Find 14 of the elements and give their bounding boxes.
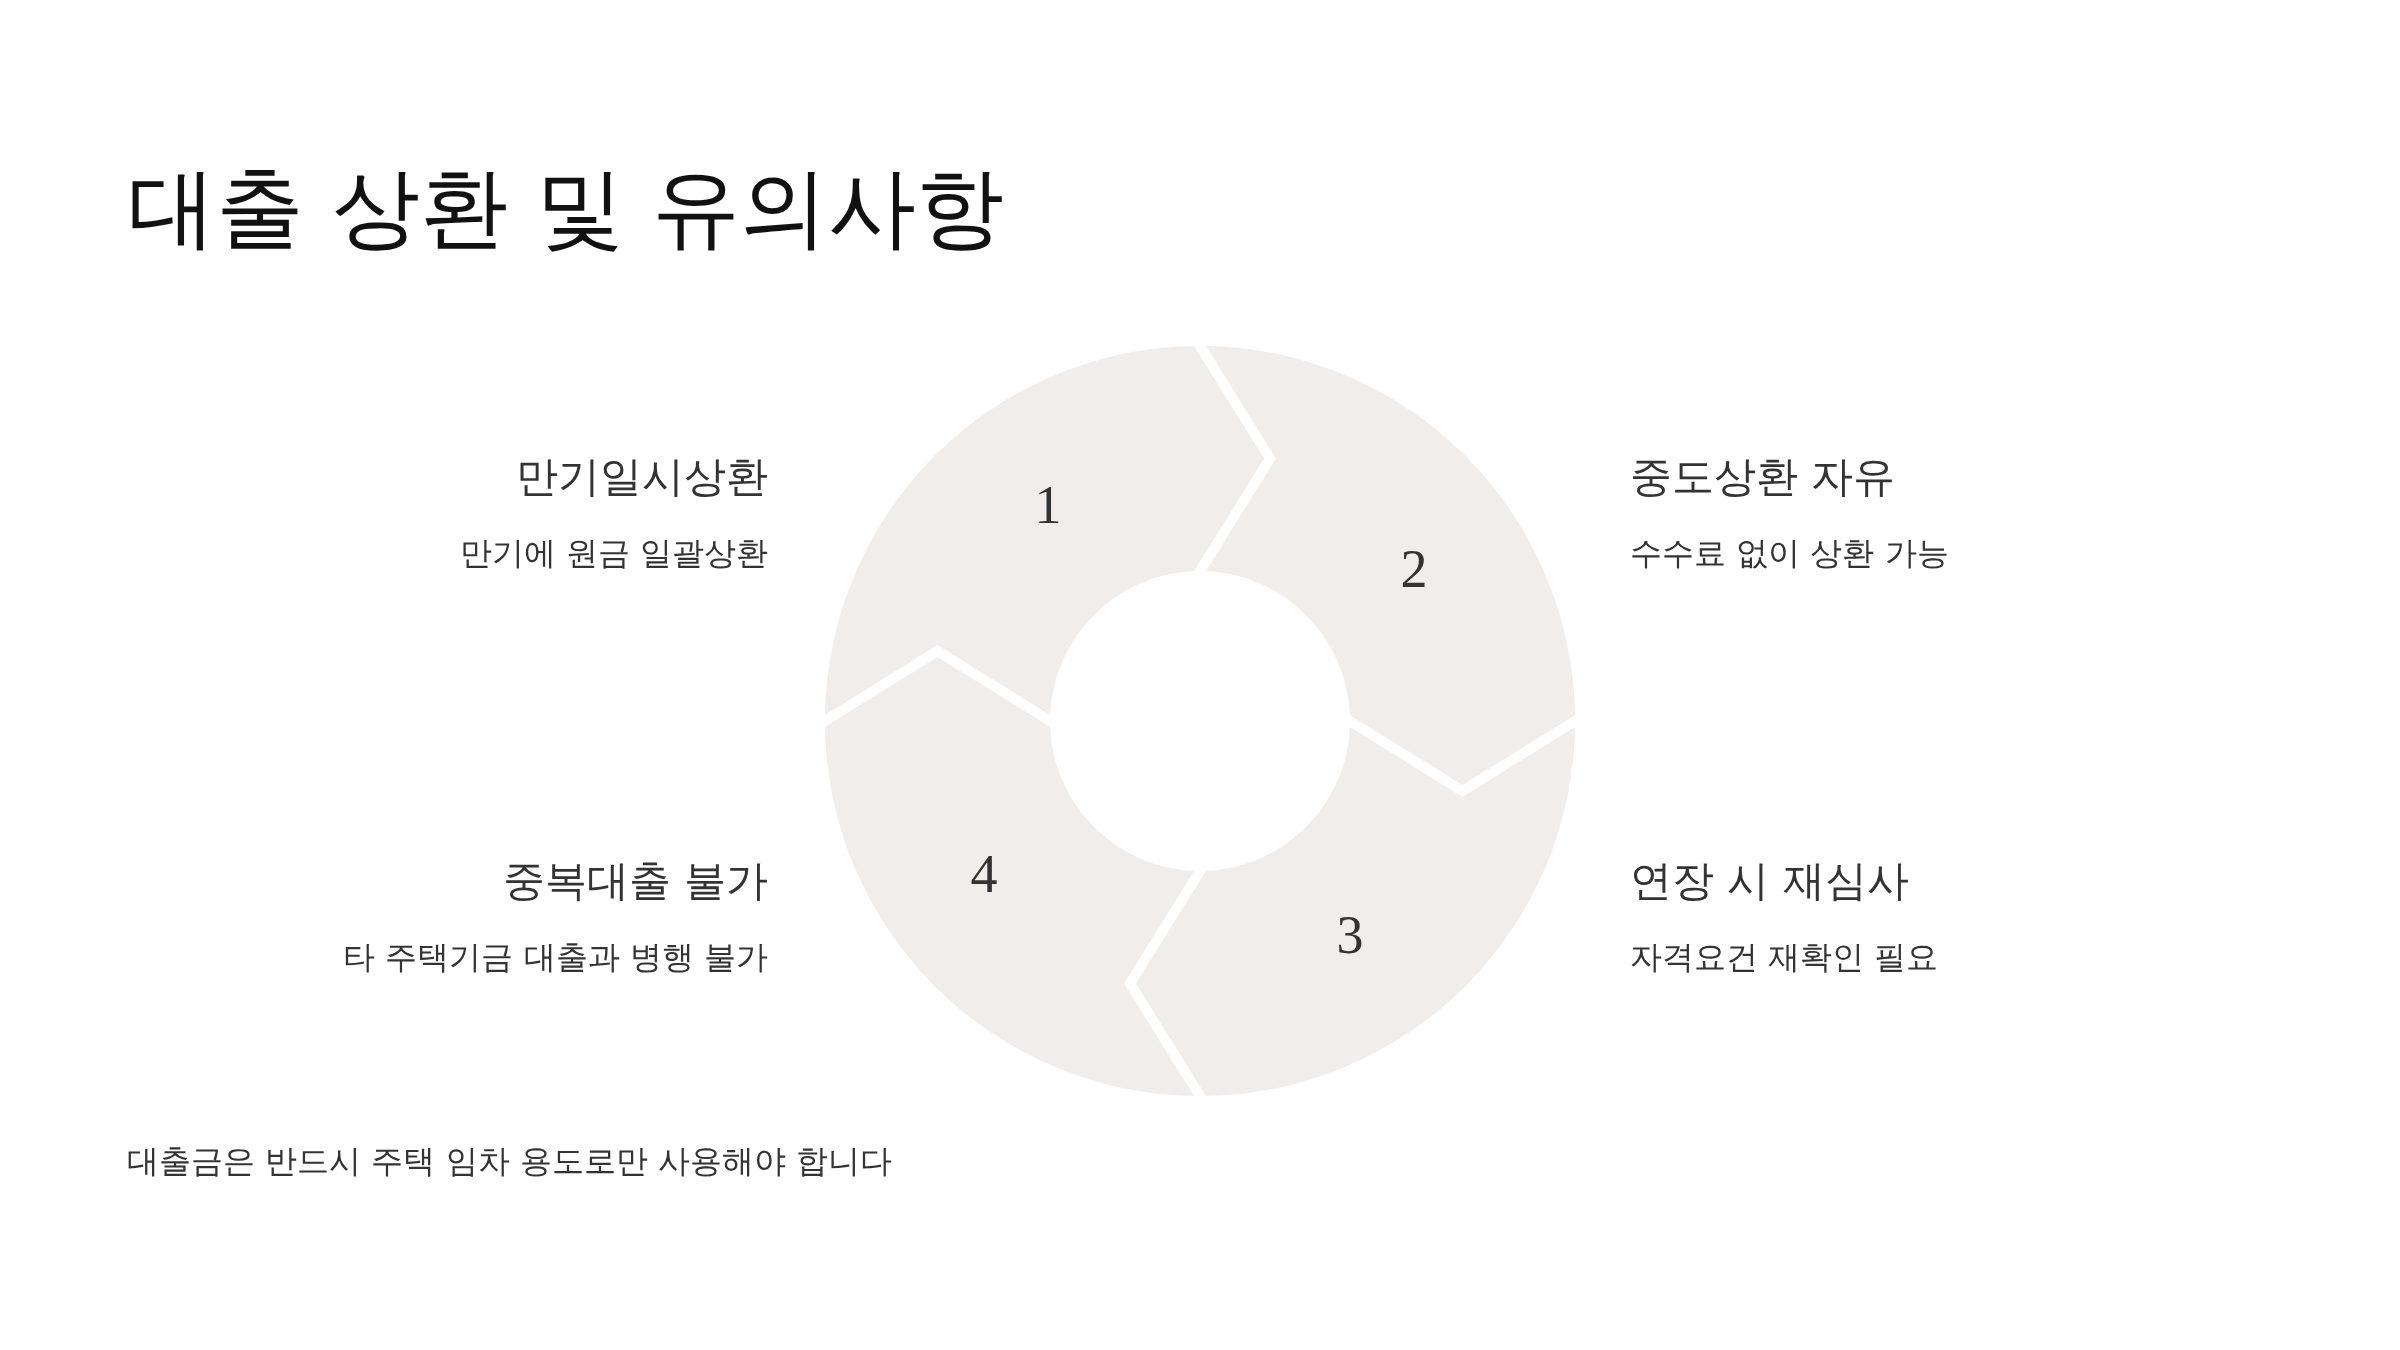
step-number: 3 [1336,908,1364,962]
slide-title: 대출 상환 및 유의사항 [128,160,1004,257]
footnote: 대출금은 반드시 주택 임차 용도로만 사용해야 합니다 [127,1142,893,1181]
step-number: 2 [1400,542,1428,596]
step-heading: 연장 시 재심사 [1630,856,1909,907]
step-number: 4 [970,847,998,901]
step-heading: 중도상환 자유 [1630,452,1896,503]
step-description: 만기에 원금 일괄상환 [459,534,768,573]
step-description: 타 주택기금 대출과 병행 불가 [343,938,768,977]
step-description: 수수료 없이 상환 가능 [1630,534,1949,573]
step-heading: 중복대출 불가 [502,856,768,907]
step-description: 자격요건 재확인 필요 [1630,938,1939,977]
step-heading: 만기일시상환 [516,452,768,503]
step-number: 1 [1034,478,1062,532]
